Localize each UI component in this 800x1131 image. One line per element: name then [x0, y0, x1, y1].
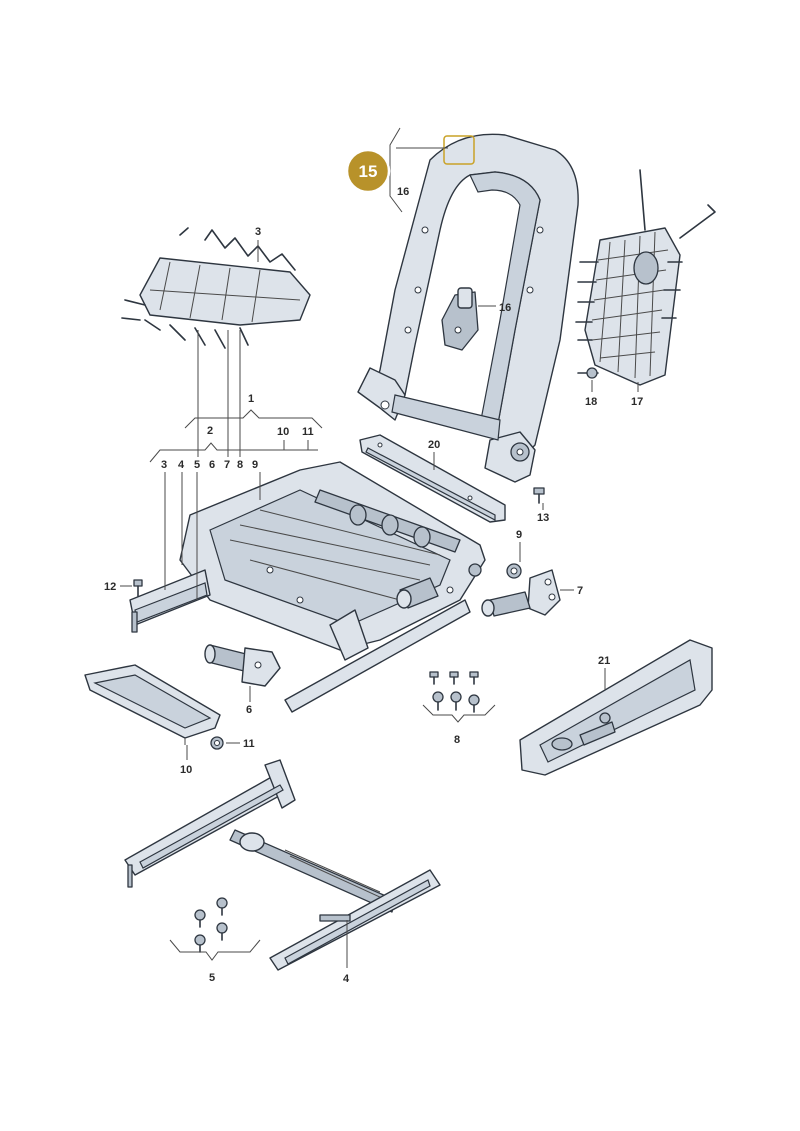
callout-12: 12	[104, 581, 116, 593]
bracket-10	[84, 664, 221, 745]
seat-spring-mat	[121, 227, 311, 349]
motor-6	[204, 644, 281, 687]
callout-3: 3	[255, 226, 261, 238]
highlight-badge-number: 15	[359, 162, 378, 181]
nut-11	[210, 736, 224, 750]
screw-set-8	[429, 671, 480, 713]
callout-6-column: 6	[209, 459, 215, 471]
screw-13	[533, 487, 545, 504]
highlight-badge-15[interactable]: 15	[345, 148, 391, 194]
callout-9: 9	[516, 529, 522, 541]
callout-9-column: 9	[252, 459, 258, 471]
lower-seat-rails	[124, 759, 441, 971]
highlight-badge-circle	[345, 148, 391, 194]
side-trim-cover-21	[519, 639, 713, 776]
callout-7-column: 7	[224, 459, 230, 471]
nut-9	[506, 563, 522, 579]
callout-17: 17	[631, 396, 643, 408]
callout-8: 8	[454, 734, 460, 746]
seat-frame-assembly	[179, 461, 486, 713]
callout-16-top: 16	[397, 186, 409, 198]
callout-labels: 16 16 3 1 2 10 11 3 4 5 6 7 8 9 20 13 9 …	[104, 186, 643, 985]
lumbar-support-mat	[575, 169, 716, 386]
callout-13: 13	[537, 512, 549, 524]
callout-7: 7	[577, 585, 583, 597]
screw-12	[133, 579, 143, 597]
screw-set-5	[194, 897, 228, 953]
cross-bar-20	[359, 434, 506, 523]
callout-10: 10	[180, 764, 192, 776]
callout-18: 18	[585, 396, 597, 408]
callout-5: 5	[209, 972, 215, 984]
left-rail-bracket	[129, 569, 211, 633]
callout-6: 6	[246, 704, 252, 716]
callout-5-column: 5	[194, 459, 200, 471]
callout-3-column: 3	[161, 459, 167, 471]
callout-11-group: 11	[302, 426, 314, 438]
motor-7	[481, 569, 561, 617]
callout-10-group: 10	[277, 426, 289, 438]
callout-4-column: 4	[178, 459, 185, 471]
callout-2: 2	[207, 425, 213, 437]
callout-16-mid: 16	[499, 302, 511, 314]
callout-20: 20	[428, 439, 440, 451]
backrest-frame	[357, 133, 579, 483]
screw-18	[577, 367, 599, 379]
callout-4: 4	[343, 973, 350, 985]
callout-8-column: 8	[237, 459, 243, 471]
callout-21: 21	[598, 655, 610, 667]
callout-11: 11	[243, 738, 255, 750]
backrest-lock-part	[441, 287, 479, 351]
leader-lines	[120, 127, 639, 968]
callout-1: 1	[248, 393, 254, 405]
